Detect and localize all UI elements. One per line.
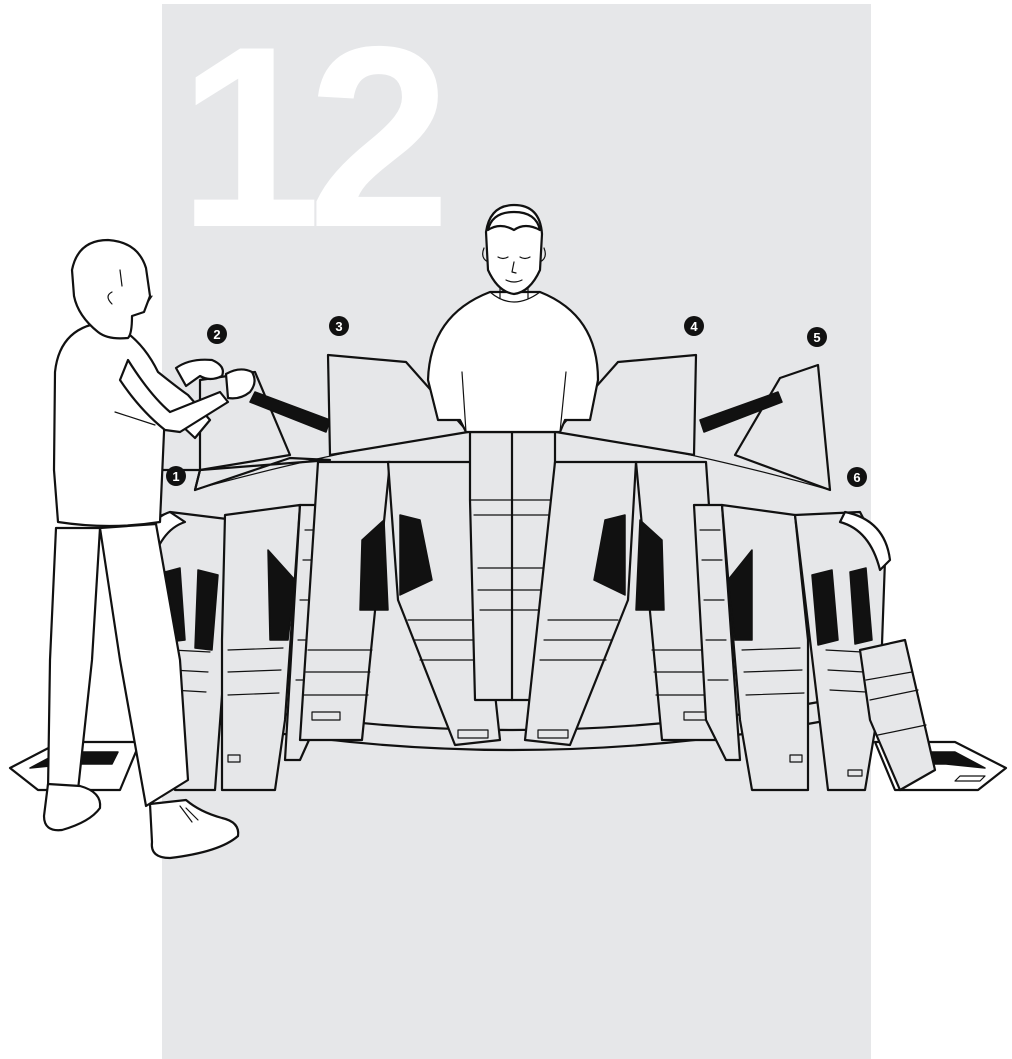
callout-5-label: 5: [813, 330, 820, 345]
right-leg-panel: [860, 640, 935, 790]
step-number: 12: [178, 0, 445, 281]
callout-3-label: 3: [335, 319, 342, 334]
callout-1-label: 1: [172, 469, 179, 484]
left-person-shoe-back: [44, 784, 100, 830]
callout-4-label: 4: [690, 319, 698, 334]
callout-2-label: 2: [213, 327, 220, 342]
callout-6: 6: [847, 467, 867, 487]
callout-1: 1: [166, 466, 186, 486]
callout-6-label: 6: [853, 470, 860, 485]
callout-2: 2: [207, 324, 227, 344]
callout-5: 5: [807, 327, 827, 347]
left-person-head: [72, 240, 150, 338]
callout-4: 4: [684, 316, 704, 336]
callout-3: 3: [329, 316, 349, 336]
